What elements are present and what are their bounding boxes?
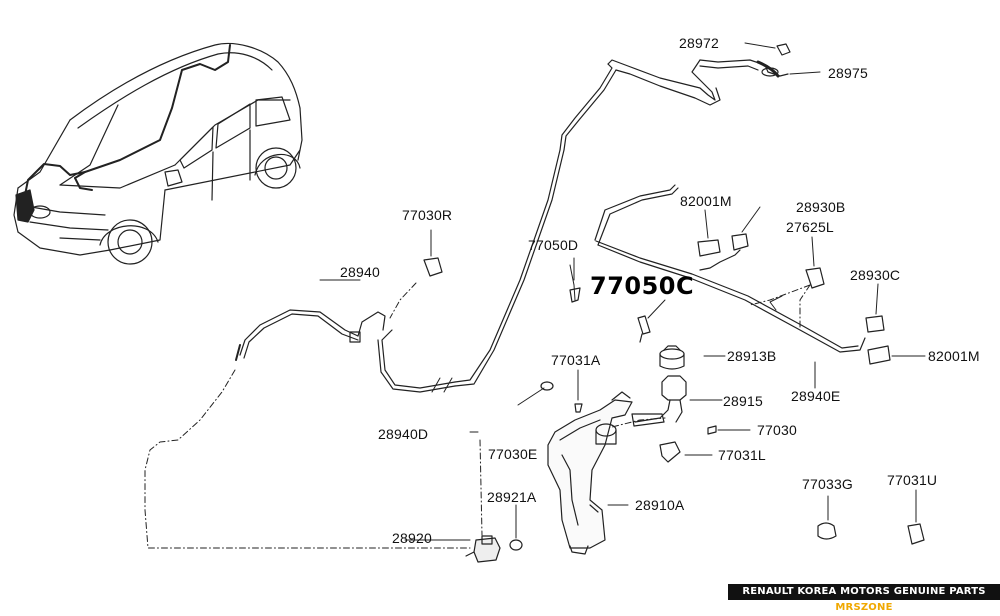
hose-28940E [594,184,866,353]
part-label-28913B[interactable]: 28913B [727,348,777,364]
part-label-77031U[interactable]: 77031U [887,472,938,488]
part-label-27625L[interactable]: 27625L [786,219,834,235]
part-label-77030E[interactable]: 77030E [488,446,538,462]
part-label-77031L[interactable]: 77031L [718,447,766,463]
filler-cap [659,345,685,370]
part-label-28975[interactable]: 28975 [828,65,868,81]
part-label-77050D[interactable]: 77050D [528,237,579,253]
part-label-28920[interactable]: 28920 [392,530,432,546]
diagram-drawing [13,42,926,563]
footer-banner: RENAULT KOREA MOTORS GENUINE PARTS MRSZO… [728,584,1000,613]
part-label-28915[interactable]: 28915 [723,393,763,409]
footer-text: RENAULT KOREA MOTORS GENUINE PARTS [742,586,986,597]
washer-tank [547,391,633,555]
part-label-77030[interactable]: 77030 [757,422,797,438]
part-label-82001M[interactable]: 82001M [680,193,732,209]
part-label-77031A[interactable]: 77031A [551,352,601,368]
part-label-28940D[interactable]: 28940D [378,426,429,442]
part-label-28930C[interactable]: 28930C [850,267,901,283]
footer-brand: MRSZONE [835,602,893,613]
part-label-77033G[interactable]: 77033G [802,476,854,492]
part-label-28921A[interactable]: 28921A [487,489,537,505]
nozzle-77050C [637,299,666,343]
part-label-28940E[interactable]: 28940E [791,388,841,404]
parts-diagram: 28972 28975 82001M 28930B 77030R 27625L … [13,35,1000,613]
part-label-77030R[interactable]: 77030R [402,207,453,223]
part-label-28910A[interactable]: 28910A [635,497,685,513]
washer-pump [465,535,501,563]
part-label-28930B[interactable]: 28930B [796,199,846,215]
part-label-82001M[interactable]: 82001M [928,348,980,364]
hose-28940 [235,279,386,361]
rear-washer-hose [377,42,821,393]
part-label-28972[interactable]: 28972 [679,35,719,51]
part-label-77050C-highlighted[interactable]: 77050C [590,272,695,300]
vehicle-illustration [13,42,303,265]
filler-neck [631,375,687,427]
part-label-28940[interactable]: 28940 [340,264,380,280]
